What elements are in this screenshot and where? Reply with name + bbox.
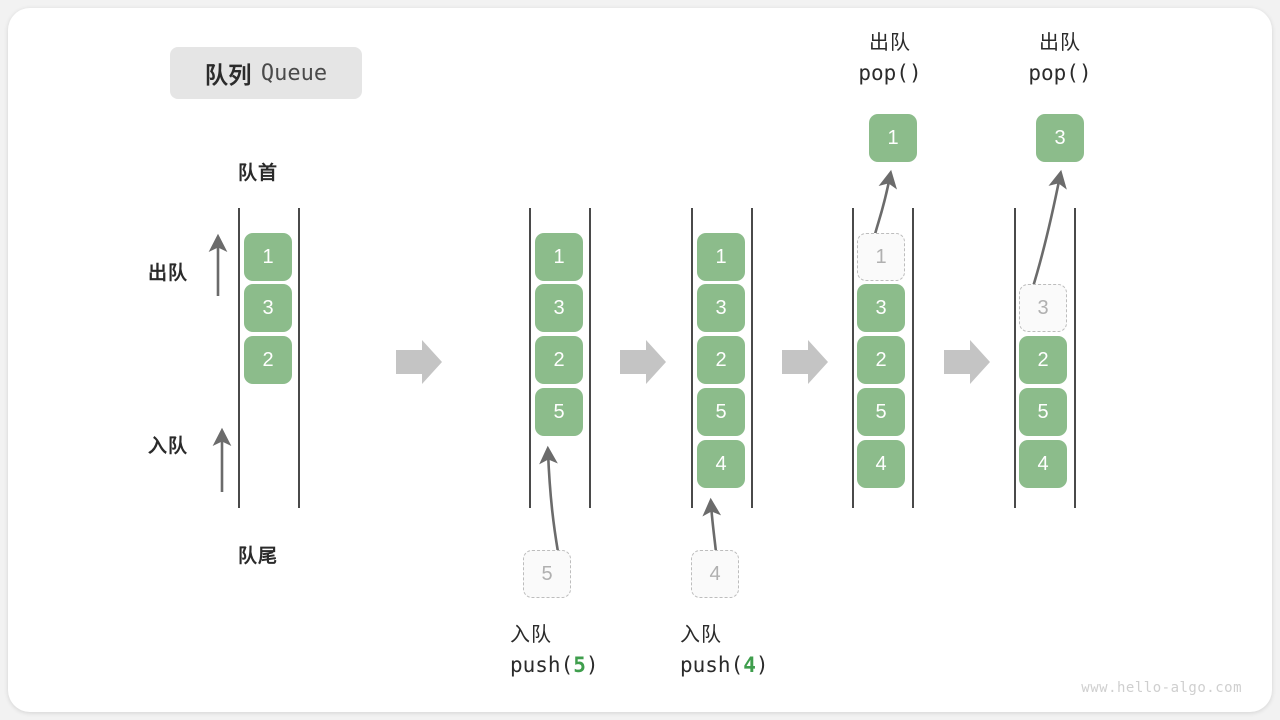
queue-rail-right — [298, 208, 300, 508]
pop-op-cn: 出队 — [869, 32, 911, 54]
pop-code-suffix: ) — [908, 61, 922, 85]
queue-rail-left — [852, 208, 854, 508]
queue-cell: 2 — [244, 336, 292, 384]
title-cn: 队列 — [204, 62, 252, 88]
queue-cell: 4 — [697, 440, 745, 488]
queue-cell: 3 — [697, 284, 745, 332]
queue-cell: 5 — [535, 388, 583, 436]
push-op-code: push(4) — [680, 650, 870, 680]
pop-code-prefix: pop( — [1028, 61, 1079, 85]
rear-label: 队尾 — [238, 546, 279, 567]
pop-op-code: pop() — [805, 58, 975, 88]
popped-slot-ghost: 3 — [1019, 284, 1067, 332]
title-en: Queue — [260, 60, 328, 86]
push-code-suffix: ) — [585, 653, 599, 677]
queue-rail-right — [912, 208, 914, 508]
queue-rail-right — [589, 208, 591, 508]
push-ghost-cell: 4 — [691, 550, 739, 598]
push-code-arg: 5 — [573, 653, 586, 677]
queue-rail-right — [751, 208, 753, 508]
pop-code-suffix: ) — [1078, 61, 1092, 85]
push-code-prefix: push( — [680, 653, 744, 677]
watermark: www.hello-algo.com — [1081, 680, 1242, 696]
queue-cell: 4 — [1019, 440, 1067, 488]
queue-cell: 5 — [857, 388, 905, 436]
queue-cell: 2 — [697, 336, 745, 384]
queue-rail-left — [238, 208, 240, 508]
pop-op-cn: 出队 — [1039, 32, 1081, 54]
queue-cell: 2 — [857, 336, 905, 384]
queue-cell: 1 — [244, 233, 292, 281]
queue-cell: 1 — [535, 233, 583, 281]
popped-cell: 1 — [869, 114, 917, 162]
title-badge: 队列 Queue — [170, 47, 362, 99]
push-ghost-cell: 5 — [523, 550, 571, 598]
queue-cell: 3 — [857, 284, 905, 332]
queue-cell: 4 — [857, 440, 905, 488]
queue-cell: 2 — [535, 336, 583, 384]
push-code-suffix: ) — [755, 653, 769, 677]
queue-rail-left — [1014, 208, 1016, 508]
queue-cell: 2 — [1019, 336, 1067, 384]
queue-cell: 3 — [244, 284, 292, 332]
push-operation-label-4: 入队 push(4) — [620, 620, 870, 680]
dequeue-label: 出队 — [148, 263, 189, 284]
pop-op-code: pop() — [975, 58, 1145, 88]
queue-cell: 5 — [697, 388, 745, 436]
push-op-cn: 入队 — [510, 624, 552, 646]
queue-cell: 5 — [1019, 388, 1067, 436]
queue-rail-left — [691, 208, 693, 508]
queue-cell: 3 — [535, 284, 583, 332]
push-op-code: push(5) — [510, 650, 700, 680]
popped-cell: 3 — [1036, 114, 1084, 162]
push-op-cn: 入队 — [680, 624, 722, 646]
pop-code-prefix: pop( — [858, 61, 909, 85]
front-label: 队首 — [238, 163, 279, 184]
push-operation-label-5: 入队 push(5) — [450, 620, 700, 680]
queue-cell: 1 — [697, 233, 745, 281]
queue-rail-left — [529, 208, 531, 508]
push-code-arg: 4 — [743, 653, 756, 677]
popped-slot-ghost: 1 — [857, 233, 905, 281]
pop-operation-label-1: 出队 pop() — [805, 28, 975, 88]
pop-operation-label-3: 出队 pop() — [975, 28, 1145, 88]
queue-rail-right — [1074, 208, 1076, 508]
push-code-prefix: push( — [510, 653, 574, 677]
enqueue-label: 入队 — [148, 436, 189, 457]
